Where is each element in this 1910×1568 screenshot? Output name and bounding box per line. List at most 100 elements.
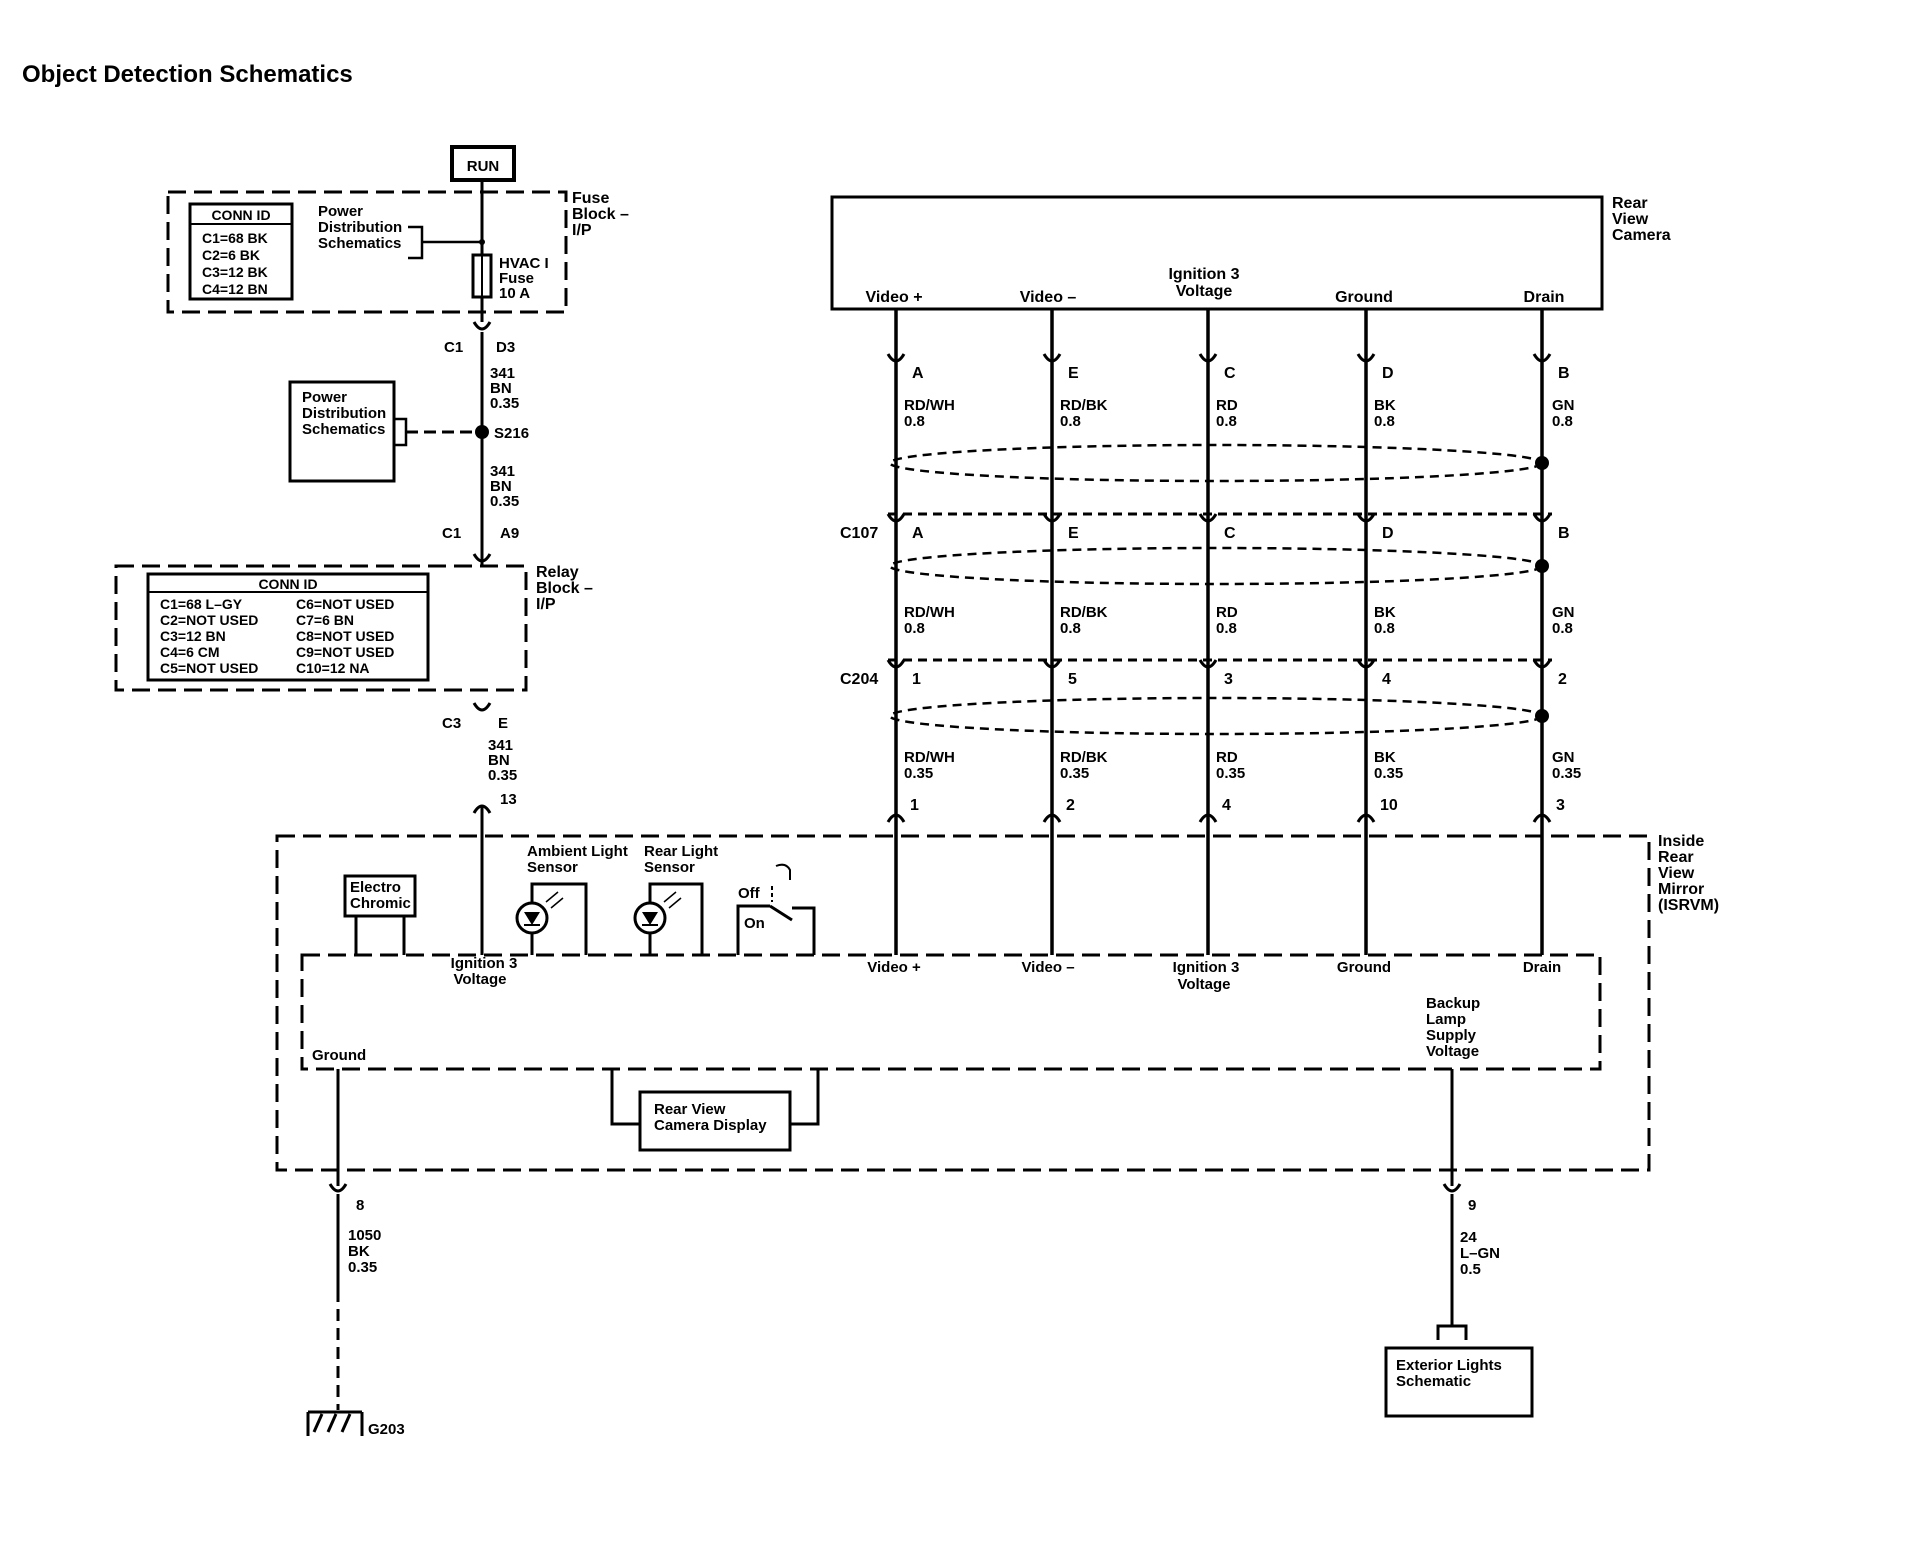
mirror-pin-2: 2 [1066, 797, 1075, 814]
c204-pin-4: 4 [1382, 671, 1391, 688]
camera-pin-e: E [1068, 365, 1079, 382]
relay-conn-id-box [146, 572, 430, 682]
c204-pin-2: 2 [1558, 671, 1567, 688]
a9-label: A9 [500, 525, 519, 542]
isrvm-inner-box [300, 953, 1602, 1071]
splice-s216 [475, 425, 489, 439]
c204-pin-5: 5 [1068, 671, 1077, 688]
c204-pin-1: 1 [912, 671, 921, 688]
c204-pin-3: 3 [1224, 671, 1233, 688]
electro-chromic-box [343, 874, 417, 918]
run-label: RUN [467, 158, 500, 175]
c107-pin-a: A [912, 525, 924, 542]
fuse-block-box [166, 190, 568, 314]
pin-13-label: 13 [500, 791, 517, 808]
c107-pin-e: E [1068, 525, 1079, 542]
relay-conn-id-title: CONN ID [258, 576, 317, 592]
c1b-label: C1 [442, 525, 461, 542]
mirror-pin-4: 4 [1222, 797, 1231, 814]
camera-wires [894, 309, 1544, 955]
relay-block-box [114, 564, 528, 692]
c3-label: C3 [442, 715, 461, 732]
shield-1 [888, 443, 1544, 483]
page-title: Object Detection Schematics [22, 61, 353, 88]
c107-pin-b: B [1558, 525, 1570, 542]
mirror-pin-3: 3 [1556, 797, 1565, 814]
fuse-conn-id-title: CONN ID [211, 207, 270, 223]
splice-s216-label: S216 [494, 425, 529, 442]
pin-9-label: 9 [1468, 1197, 1476, 1214]
camera-term-ground: Ground [1335, 289, 1393, 306]
switch-off-label: Off [738, 885, 761, 902]
c107-label: C107 [840, 525, 878, 542]
mirror-pin-1: 1 [910, 797, 919, 814]
g203-label: G203 [368, 1421, 405, 1438]
exterior-lights-box [1384, 1346, 1534, 1418]
e-pin-label: E [498, 715, 508, 732]
c1-label: C1 [444, 339, 463, 356]
power-distribution-box [288, 380, 396, 483]
camera-pin-a: A [912, 365, 924, 382]
c204-label: C204 [840, 671, 878, 688]
switch-on-label: On [744, 915, 765, 932]
mirror-pin-10: 10 [1380, 797, 1398, 814]
mirror-term-video-plus: Video + [867, 959, 921, 976]
mirror-term-drain: Drain [1523, 959, 1561, 976]
camera-term-video-minus: Video – [1020, 289, 1077, 306]
camera-term-video-plus: Video + [865, 289, 922, 306]
ground-symbol-icon [306, 1410, 364, 1436]
shield-2 [888, 546, 1544, 586]
c107-pin-d: D [1382, 525, 1394, 542]
rear-view-camera-display [638, 1090, 792, 1152]
fuse-conn-id-box [188, 202, 294, 301]
c107-pin-c: C [1224, 525, 1236, 542]
camera-pin-b: B [1558, 365, 1570, 382]
mirror-term-ground: Ground [1337, 959, 1391, 976]
switch-icon [775, 863, 791, 880]
isrvm-outer-box [275, 834, 1651, 1172]
d3-label: D3 [496, 339, 515, 356]
shield-3 [888, 696, 1544, 736]
pin-8-label: 8 [356, 1197, 364, 1214]
camera-pin-c: C [1224, 365, 1236, 382]
camera-pin-d: D [1382, 365, 1394, 382]
mirror-ground-label: Ground [312, 1047, 366, 1064]
